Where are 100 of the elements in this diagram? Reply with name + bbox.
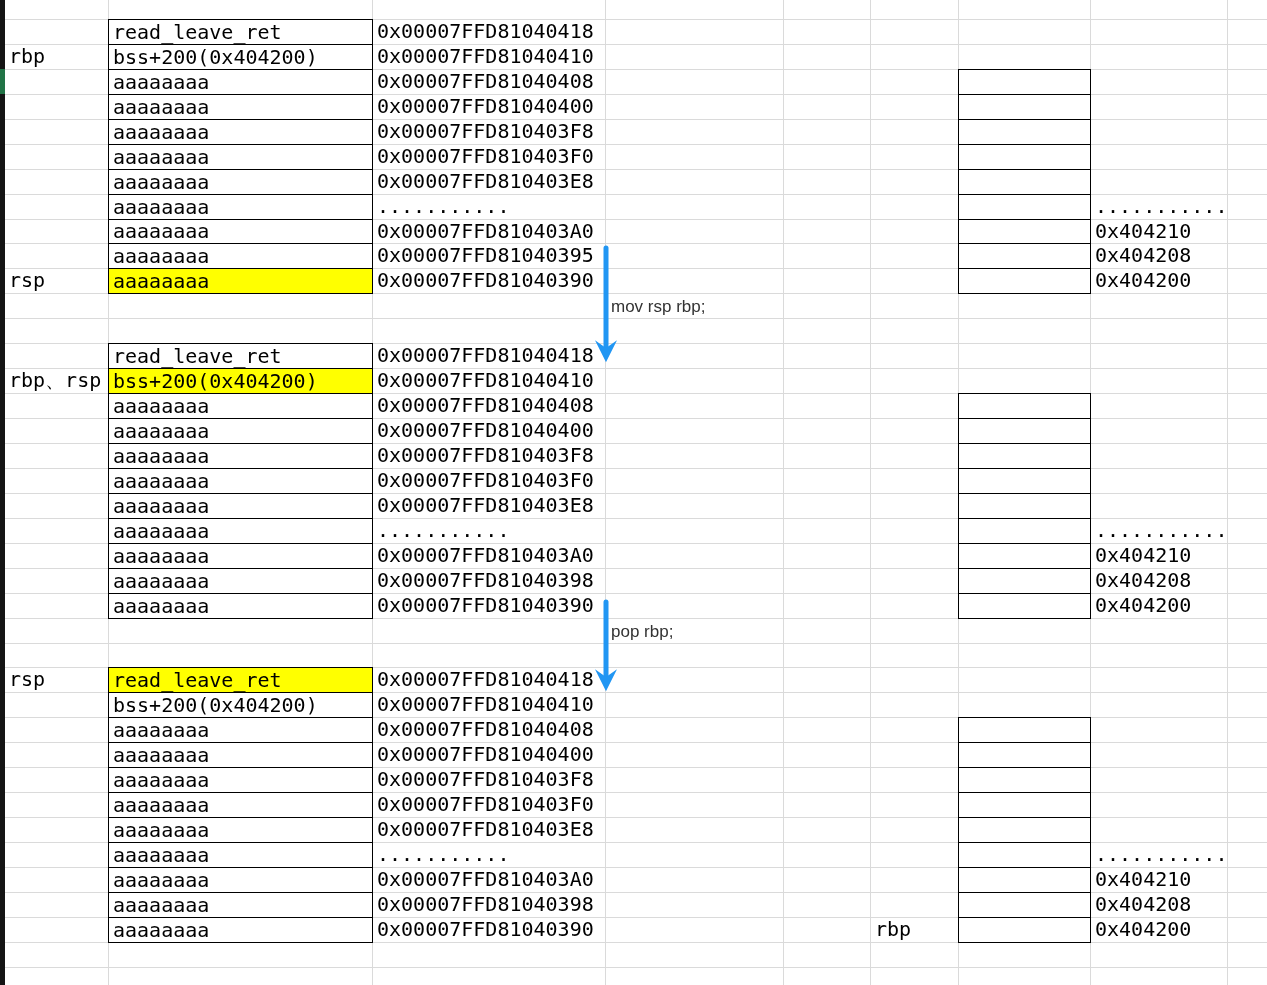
stack-slot: aaaaaaaa: [108, 792, 373, 818]
empty-slot: [958, 917, 1091, 943]
address-label: 0x00007FFD810403F8: [377, 119, 594, 144]
empty-slot: [958, 69, 1091, 95]
address-label: 0x00007FFD810403F8: [377, 443, 594, 468]
stack-slot: read_leave_ret: [108, 19, 373, 45]
address-label: 0x00007FFD81040400: [377, 742, 594, 767]
empty-slot: [958, 518, 1091, 544]
address-label: 0x00007FFD81040408: [377, 717, 594, 742]
address-label: 0x404208: [1095, 892, 1192, 917]
stack-slot: aaaaaaaa: [108, 94, 373, 120]
stack-slot: aaaaaaaa: [108, 842, 373, 868]
address-label: 0x00007FFD81040408: [377, 69, 594, 94]
address-label: 0x00007FFD81040400: [377, 418, 594, 443]
address-label: 0x00007FFD81040398: [377, 892, 594, 917]
stack-slot: aaaaaaaa: [108, 568, 373, 594]
stack-slot: aaaaaaaa: [108, 468, 373, 494]
stack-slot: aaaaaaaa: [108, 119, 373, 145]
address-label: 0x00007FFD810403F0: [377, 144, 594, 169]
stack-slot: read_leave_ret: [108, 343, 373, 369]
empty-slot: [958, 742, 1091, 768]
stack-slot: aaaaaaaa: [108, 443, 373, 469]
address-label: 0x404210: [1095, 543, 1192, 568]
address-label: 0x00007FFD810403F0: [377, 468, 594, 493]
arrow: [595, 245, 617, 363]
stack-slot: aaaaaaaa: [108, 917, 373, 943]
address-label: 0x00007FFD810403E8: [377, 817, 594, 842]
stack-slot: aaaaaaaa: [108, 543, 373, 569]
ellipsis-label: ...........: [377, 842, 510, 867]
empty-slot: [958, 493, 1091, 519]
ellipsis-label: ...........: [377, 194, 510, 219]
ellipsis-label: ...........: [377, 518, 510, 543]
empty-slot: [958, 717, 1091, 743]
register-label: rsp: [9, 667, 46, 692]
empty-slot: [958, 169, 1091, 195]
address-label: 0x00007FFD81040390: [376, 593, 604, 619]
stack-slot: aaaaaaaa: [108, 892, 373, 918]
address-label: 0x00007FFD81040390: [377, 268, 594, 293]
stack-slot: aaaaaaaa: [108, 144, 373, 170]
stack-slot: aaaaaaaa: [108, 867, 373, 893]
stack-slot: aaaaaaaa: [108, 69, 373, 95]
empty-slot: [958, 867, 1091, 893]
empty-slot: [958, 418, 1091, 444]
address-label: 0x404200: [1095, 917, 1192, 942]
stack-slot: bss+200(0x404200): [108, 692, 373, 718]
stack-slot: aaaaaaaa: [108, 219, 373, 244]
stack-slot: aaaaaaaa: [108, 817, 373, 843]
edge-label: mov rsp rbp;: [610, 297, 707, 316]
empty-slot: [958, 144, 1091, 170]
address-label: 0x00007FFD810403F0: [377, 792, 594, 817]
stack-slot: aaaaaaaa: [108, 194, 373, 220]
empty-slot: [958, 194, 1091, 220]
empty-slot: [958, 817, 1091, 843]
register-label: rbp: [9, 44, 46, 69]
address-label: 0x404210: [1095, 867, 1192, 892]
stack-slot: aaaaaaaa: [108, 767, 373, 793]
empty-slot: [958, 593, 1091, 619]
empty-slot: [958, 243, 1091, 269]
stack-slot: aaaaaaaa: [108, 518, 373, 544]
address-label: 0x00007FFD81040390: [377, 917, 594, 942]
empty-slot: [958, 892, 1091, 918]
address-label: 0x404200: [1095, 593, 1192, 618]
empty-slot: [958, 468, 1091, 494]
stack-slot: aaaaaaaa: [108, 393, 373, 419]
ellipsis-label: ...........: [1095, 842, 1228, 867]
register-label: rsp: [9, 268, 46, 293]
empty-slot: [958, 219, 1091, 244]
empty-slot: [958, 119, 1091, 145]
empty-slot: [958, 443, 1091, 469]
empty-slot: [958, 568, 1091, 594]
stack-slot: aaaaaaaa: [108, 493, 373, 519]
address-label: 0x00007FFD81040400: [377, 94, 594, 119]
empty-slot: [958, 792, 1091, 818]
empty-slot: [958, 94, 1091, 120]
address-label: 0x00007FFD81040410: [377, 692, 594, 717]
register-label: rbp、rsp: [9, 368, 102, 393]
address-label: 0x404200: [1095, 268, 1192, 293]
address-label: 0x00007FFD810403F8: [377, 767, 594, 792]
stack-slot: bss+200(0x404200): [108, 368, 373, 394]
stack-slot: bss+200(0x404200): [108, 44, 373, 70]
address-label: 0x00007FFD81040410: [377, 368, 594, 393]
address-label: 0x00007FFD810403A0: [377, 543, 594, 568]
ellipsis-label: ...........: [1095, 194, 1228, 219]
stack-slot: read_leave_ret: [108, 667, 373, 693]
address-label: 0x404208: [1095, 568, 1192, 593]
stack-slot: aaaaaaaa: [108, 742, 373, 768]
empty-slot: [958, 543, 1091, 569]
address-label: 0x00007FFD810403E8: [377, 169, 594, 194]
empty-slot: [958, 393, 1091, 419]
address-label: 0x404210: [1095, 219, 1192, 243]
stack-slot: aaaaaaaa: [108, 243, 373, 269]
stack-slot: aaaaaaaa: [108, 717, 373, 743]
address-label: 0x00007FFD810403E8: [377, 493, 594, 518]
address-label: 0x00007FFD810403A0: [377, 219, 594, 243]
empty-slot: [958, 767, 1091, 793]
ellipsis-label: ...........: [1095, 518, 1228, 543]
address-label: 0x00007FFD81040418: [376, 343, 604, 369]
empty-slot: [958, 842, 1091, 868]
address-label: 0x00007FFD81040410: [377, 44, 594, 69]
address-label: 0x00007FFD81040408: [377, 393, 594, 418]
